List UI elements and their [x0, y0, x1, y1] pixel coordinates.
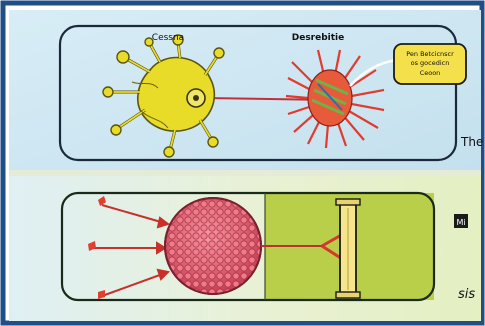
top-side-text: The [460, 135, 483, 149]
callout-line-3: Ceoon [420, 69, 441, 77]
pin-target [336, 199, 360, 298]
bottom-side-icon-text: Mi [456, 218, 465, 227]
bottom-panel: Mi sis [9, 176, 481, 321]
neuron-label: Cessna [152, 33, 184, 43]
cell-sphere [165, 198, 261, 294]
muscle-label: Desrebitie [292, 33, 345, 43]
callout-line-1: Pen Betcicnscr [406, 50, 454, 58]
bottom-side-text: sis [458, 287, 475, 302]
panel-separator [9, 170, 481, 176]
callout-line-2: os gocedicn [411, 59, 450, 67]
top-panel-background [9, 10, 481, 170]
top-panel: Pen Betcicnscr os gocedicn Ceoon Cessna … [9, 10, 483, 170]
